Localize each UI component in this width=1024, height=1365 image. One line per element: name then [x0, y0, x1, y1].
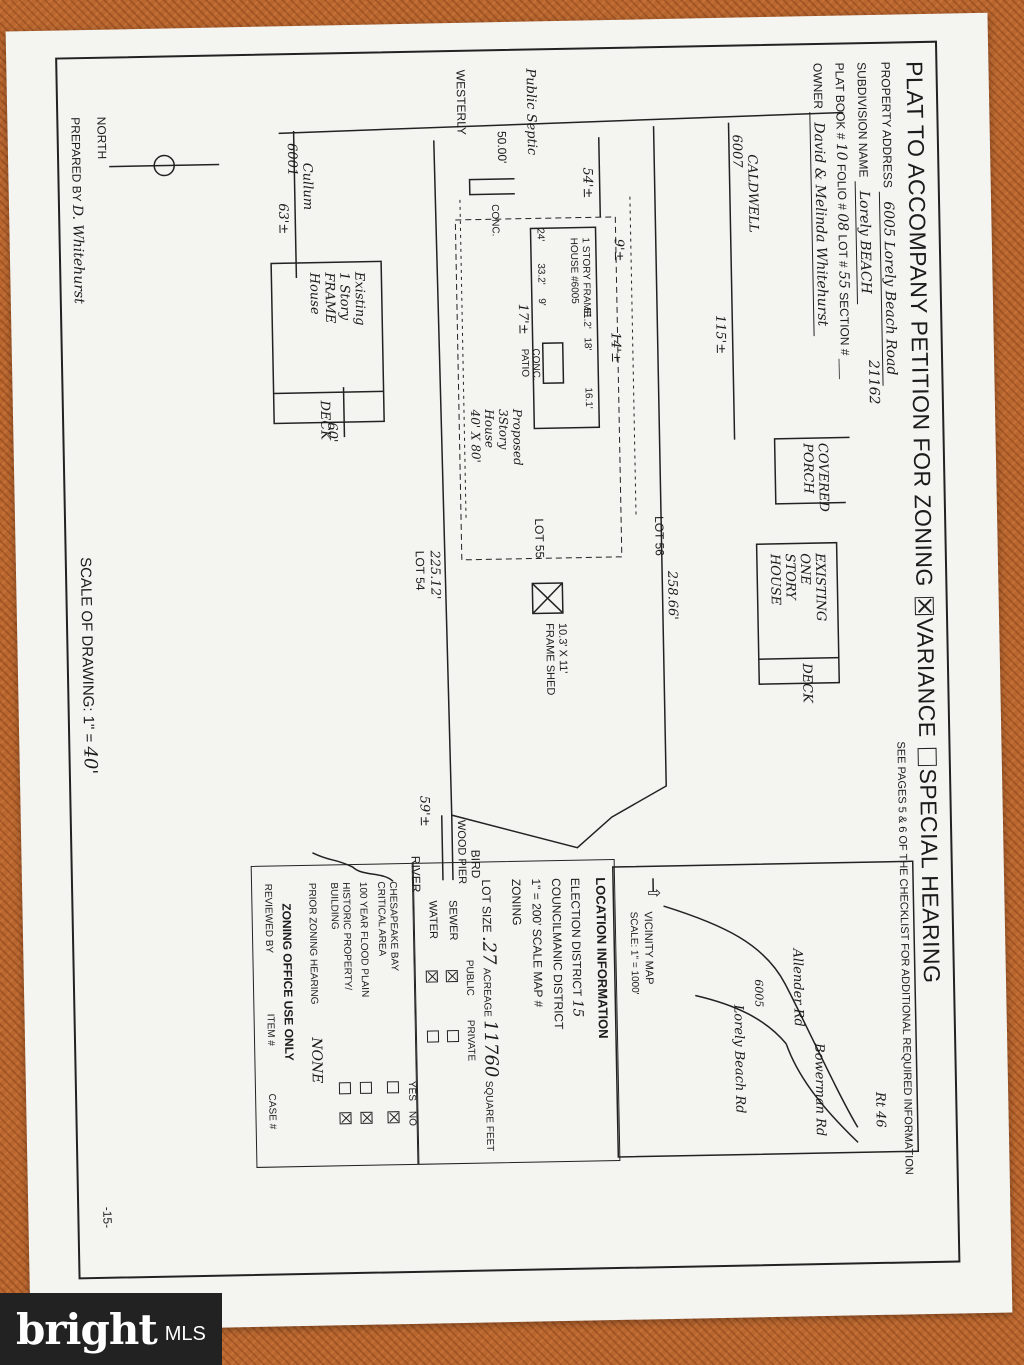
dim-51-2: 51.2'	[581, 307, 593, 329]
right-deck-label: DECK	[798, 663, 815, 704]
vicinity-lorely: Lorely Beach Rd	[730, 1004, 748, 1114]
prepared-by-value: D. Whitehurst	[68, 204, 87, 304]
dim-16-1: 16.1'	[582, 387, 594, 409]
mls-label: MLS	[164, 1322, 206, 1345]
vicinity-allender: Allender Rd	[789, 948, 806, 1027]
road-left-name: Cullum	[299, 162, 316, 211]
lot-56-label: LOT 56	[652, 515, 667, 557]
plat-document: PLAT TO ACCOMPANY PETITION FOR ZONING VA…	[5, 12, 1013, 1332]
dim-14: 14'±	[607, 331, 624, 364]
vicinity-title: VICINITY MAP	[641, 911, 656, 985]
location-box	[412, 859, 621, 1165]
plat-sheet: PLAT TO ACCOMPANY PETITION FOR ZONING VA…	[55, 40, 961, 1280]
covered-porch-label: COVERED PORCH	[799, 442, 831, 513]
vicinity-scale: SCALE: 1" = 1000'	[627, 911, 641, 995]
existing-house-label: 1 STORY FRAME HOUSE #6005	[567, 237, 593, 318]
watermark: bright MLS	[0, 1293, 222, 1365]
vicinity-bowerman: Bowerman Rd	[811, 1042, 828, 1137]
dim-9: 9'±	[610, 238, 627, 262]
vicinity-rt46: Rt 46	[872, 1091, 888, 1128]
side-left-dim: 225.12'	[426, 550, 443, 600]
road-right-number: 6007	[728, 134, 745, 168]
shed-label: 10.3' X 11' FRAME SHED	[543, 622, 570, 696]
front-dimension: 50.00'	[494, 130, 510, 164]
dim-9b: 9'	[535, 298, 547, 306]
dim-18: 18'	[581, 337, 593, 351]
conc-patio-label: CONC. PATIO	[518, 348, 542, 381]
dim-63: 63'±	[274, 203, 291, 235]
scale-value: 40'	[79, 746, 101, 775]
lot-55-label: LOT 55	[532, 518, 547, 559]
westerly-label: WESTERLY	[453, 69, 469, 136]
dim-54: 54'±	[579, 167, 595, 199]
bright-logo: bright	[16, 1304, 158, 1354]
left-deck-label: DECK	[316, 400, 333, 441]
lot-54-label: LOT 54	[412, 550, 428, 591]
vicinity-address: 6005	[751, 979, 766, 1008]
north-label: NORTH	[94, 116, 110, 160]
left-house-label: Existing 1 Story FRAME House	[306, 271, 368, 326]
plat-drawing	[109, 111, 920, 1158]
dim-59: 59'±	[416, 795, 432, 827]
public-septic-label: Public Septic	[522, 68, 540, 156]
dim-115: 115'±	[712, 314, 728, 355]
dim-24: 24'	[534, 228, 546, 242]
side-right-dim: 258.66'	[664, 570, 681, 621]
road-right-name: CALDWELL	[744, 154, 761, 233]
road-left-number: 6001	[283, 142, 300, 177]
conc-label: CONC.	[489, 204, 501, 237]
checklist-box	[250, 862, 419, 1168]
dim-17: 17'±	[514, 303, 531, 335]
dim-33-2: 33.2'	[535, 263, 547, 285]
scale-of-drawing: SCALE OF DRAWING: 1" = 40'	[76, 556, 101, 775]
vicinity-north-icon: ⇧	[644, 886, 662, 900]
proposed-house-label: Proposed 3Story House 40' X 80'	[467, 408, 526, 466]
page-number: -15-	[100, 1206, 115, 1229]
right-house-label: EXISTING ONE STORY HOUSE	[766, 552, 829, 622]
